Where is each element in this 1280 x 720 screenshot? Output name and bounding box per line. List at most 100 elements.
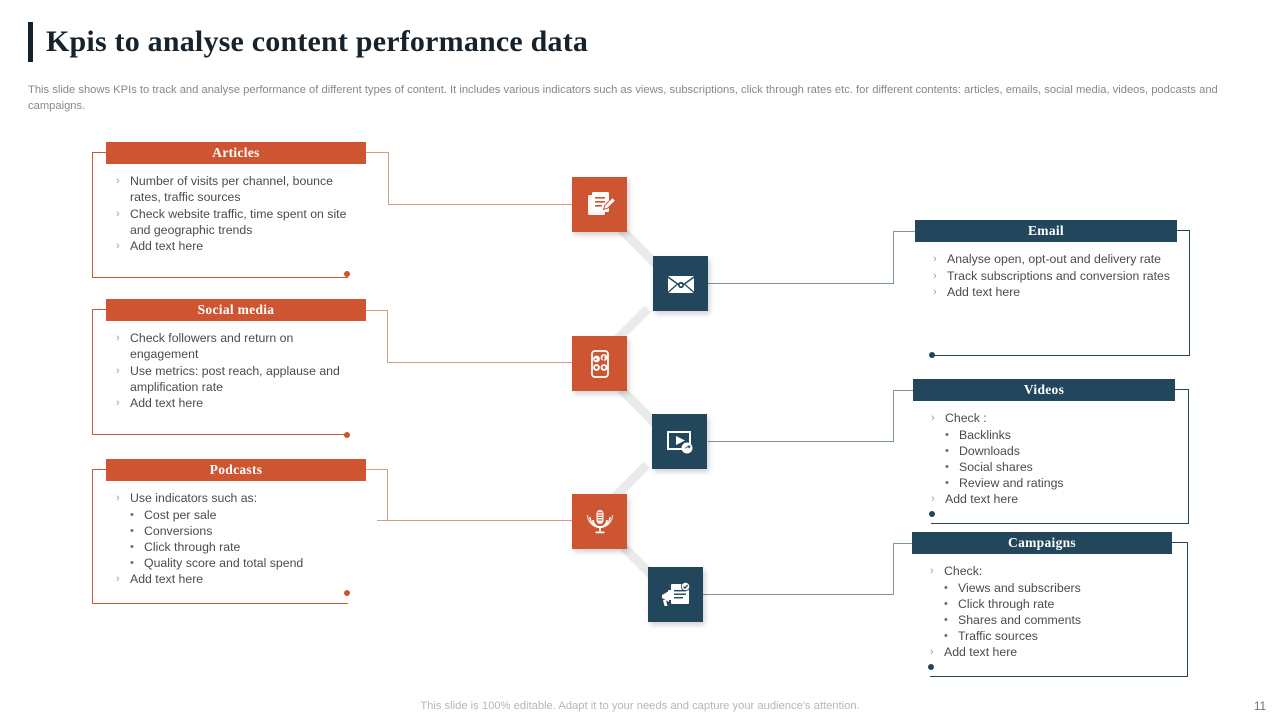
icon-tile-email[interactable] — [653, 256, 708, 311]
sub-list-item-text: Shares and comments — [958, 612, 1082, 627]
icon-tile-social-media[interactable] — [572, 336, 627, 391]
list-item: › Use indicators such as: — [116, 490, 356, 506]
card-videos-body: › Check : • Backlinks • Downloads • Soci… — [921, 401, 1181, 515]
sub-list-item: • Click through rate — [944, 596, 1170, 612]
list-item-text: Track subscriptions and conversion rates — [947, 268, 1171, 283]
sub-list-item: • Downloads — [945, 443, 1171, 459]
bullet-icon: › — [933, 253, 937, 265]
video-play-share-icon — [664, 426, 696, 458]
sub-list-item: • Backlinks — [945, 427, 1171, 443]
connector-social-v — [387, 310, 388, 363]
sub-list-item-text: Quality score and total spend — [144, 555, 304, 570]
list-item: › Check website traffic, time spent on s… — [116, 206, 352, 238]
icon-tile-videos[interactable] — [652, 414, 707, 469]
list-item: › Add text here — [931, 491, 1171, 507]
card-email-title: Email — [915, 220, 1177, 242]
sub-list-item-text: Conversions — [144, 523, 213, 538]
bullet-icon: › — [933, 269, 937, 282]
bullet-icon: › — [116, 240, 120, 252]
card-articles: Articles › Number of visits per channel,… — [92, 142, 366, 278]
sub-list-item: • Social shares — [945, 459, 1171, 475]
sub-bullet-icon: • — [944, 613, 948, 626]
connector-podcasts-v — [387, 469, 388, 521]
sub-bullet-icon: • — [944, 629, 948, 642]
list-item: › Check : — [931, 410, 1171, 426]
endpoint-dot-articles — [344, 271, 350, 277]
connector-email-v — [893, 231, 894, 284]
footer-note: This slide is 100% editable. Adapt it to… — [420, 700, 860, 712]
list-item: › Analyse open, opt-out and delivery rat… — [933, 251, 1173, 267]
page-subtitle: This slide shows KPIs to track and analy… — [28, 84, 1218, 112]
connector-articles-h2 — [388, 204, 572, 205]
sub-list-item-text: Review and ratings — [959, 475, 1064, 490]
article-edit-icon — [584, 189, 616, 221]
list-item: › Use metrics: post reach, applause and … — [116, 363, 356, 395]
bullet-icon: › — [930, 565, 934, 577]
icon-tile-podcasts[interactable] — [572, 494, 627, 549]
megaphone-document-icon — [659, 578, 693, 612]
icon-tile-campaigns[interactable] — [648, 567, 703, 622]
list-item-text: Check: — [944, 564, 983, 578]
sub-bullet-icon: • — [945, 476, 949, 489]
list-item-text: Check website traffic, time spent on sit… — [130, 206, 347, 237]
connector-videos-v — [893, 390, 894, 442]
bullet-icon: › — [933, 286, 937, 298]
sub-bullet-icon: • — [130, 508, 134, 521]
card-email: Email › Analyse open, opt-out and delive… — [915, 220, 1191, 356]
bullet-icon: › — [931, 492, 935, 505]
list-item-text: Add text here — [945, 491, 1019, 506]
sub-list-item-text: Click through rate — [144, 539, 241, 554]
bullet-icon: › — [116, 364, 120, 377]
list-item-text: Check : — [945, 411, 987, 425]
card-podcasts: Podcasts › Use indicators such as: • Cos… — [92, 459, 366, 604]
social-media-phone-icon — [584, 348, 616, 380]
endpoint-dot-email — [929, 352, 935, 358]
card-videos: Videos › Check : • Backlinks • Downloads… — [913, 379, 1189, 524]
connector-social-h2 — [387, 362, 572, 363]
connector-campaigns-h1 — [893, 543, 912, 544]
list-item: › Add text here — [933, 284, 1173, 300]
card-podcasts-title: Podcasts — [106, 459, 366, 481]
sub-list-item: • Views and subscribers — [944, 580, 1170, 596]
icon-tile-articles[interactable] — [572, 177, 627, 232]
sub-list-item-text: Traffic sources — [958, 628, 1038, 643]
card-campaigns-body: › Check: • Views and subscribers • Click… — [920, 554, 1180, 668]
endpoint-dot-campaigns — [928, 664, 934, 670]
bullet-icon: › — [116, 492, 120, 504]
list-item-text: Add text here — [130, 396, 204, 410]
list-item: › Add text here — [116, 395, 356, 411]
list-item-text: Add text here — [130, 571, 204, 586]
list-item: › Check followers and return on engageme… — [116, 330, 356, 362]
sub-list-item-text: Cost per sale — [144, 507, 217, 522]
sub-bullet-icon: • — [945, 444, 949, 457]
card-campaigns: Campaigns › Check: • Views and subscribe… — [912, 532, 1188, 677]
card-podcasts-body: › Use indicators such as: • Cost per sal… — [106, 481, 366, 595]
connector-podcasts-h1 — [366, 469, 388, 470]
list-item-text: Number of visits per channel, bounce rat… — [130, 174, 334, 204]
connector-social-h1 — [366, 310, 388, 311]
sub-list-item: • Click through rate — [130, 539, 356, 555]
list-item-text: Add text here — [947, 285, 1021, 299]
sub-bullet-icon: • — [130, 524, 134, 537]
list-item-text: Use metrics: post reach, applause and am… — [130, 363, 340, 394]
card-email-body: › Analyse open, opt-out and delivery rat… — [923, 242, 1183, 309]
connector-podcasts-h2 — [377, 520, 572, 521]
list-item: › Add text here — [116, 238, 352, 254]
connector-campaigns-h2 — [703, 594, 894, 595]
sub-list-item-text: Backlinks — [959, 427, 1011, 442]
sub-list-item: • Review and ratings — [945, 475, 1171, 491]
bullet-icon: › — [116, 207, 120, 220]
list-item: › Track subscriptions and conversion rat… — [933, 268, 1173, 284]
connector-email-h1 — [893, 231, 915, 232]
list-item-text: Add text here — [130, 239, 204, 253]
card-articles-body: › Number of visits per channel, bounce r… — [106, 164, 362, 263]
list-item-text: Analyse open, opt-out and delivery rate — [947, 252, 1161, 266]
bullet-icon: › — [116, 572, 120, 585]
endpoint-dot-videos — [929, 511, 935, 517]
sub-bullet-icon: • — [945, 460, 949, 473]
sub-list-item-text: Social shares — [959, 459, 1033, 474]
envelope-icon — [665, 268, 697, 300]
card-social-media-title: Social media — [106, 299, 366, 321]
sub-bullet-icon: • — [130, 556, 134, 569]
